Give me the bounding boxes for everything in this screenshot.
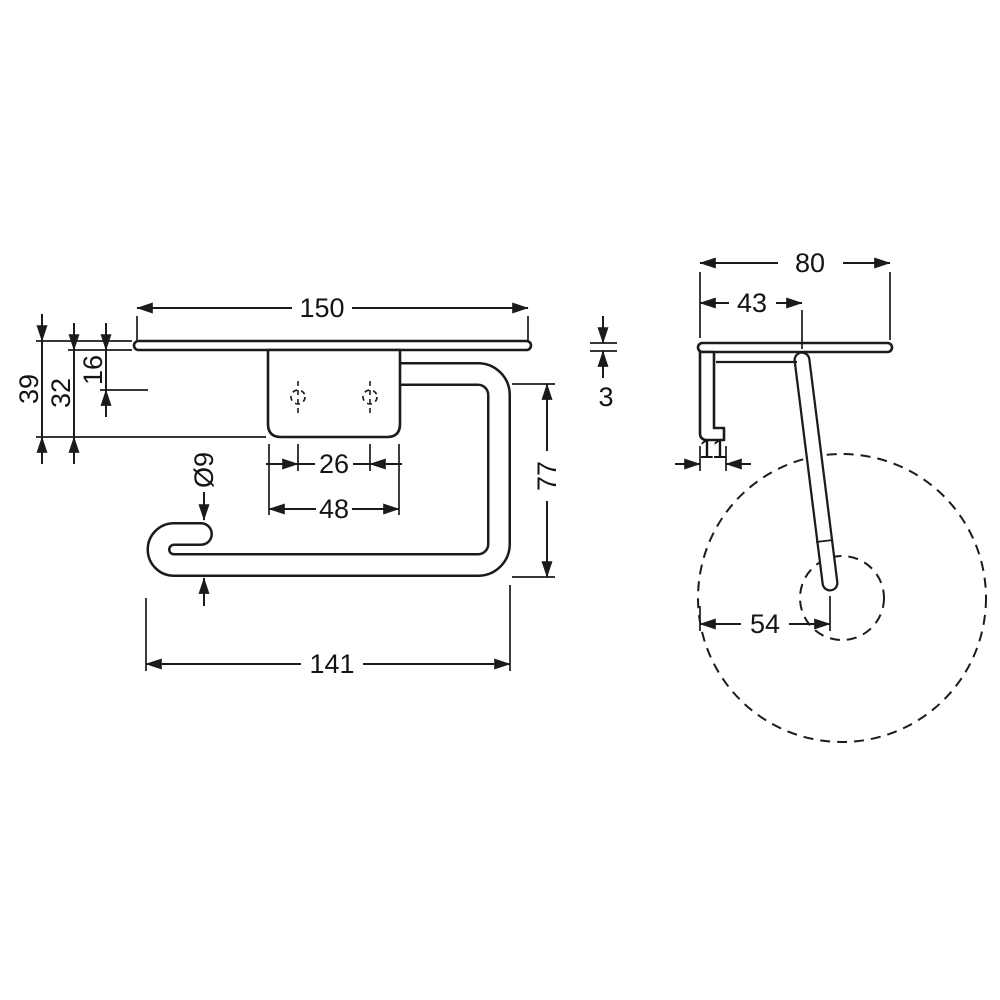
dim-label-48: 48 [319,494,349,524]
dim-total-height: 39 [14,314,266,464]
roll-holder-bar-inner [149,364,509,575]
dim-label-77: 77 [532,461,562,491]
dim-bar-offset: 16 [78,323,148,417]
dim-bar-height: 77 [512,383,562,578]
dim-label-16: 16 [78,355,108,385]
dim-bar-width: 141 [145,585,511,679]
dim-label-39: 39 [14,374,44,404]
dim-plate-width: 48 [268,444,400,524]
mounting-plate [266,348,402,439]
dim-foot-depth: 11 [675,434,751,471]
dim-label-d9: Ø9 [189,452,219,488]
dim-slot-spacing: 26 [266,444,402,479]
dim-bracket-depth: 43 [699,288,803,349]
pin-joint-line [815,539,834,543]
dim-pin-offset: 54 [699,596,831,639]
screw-slot [362,389,378,405]
dim-shelf-depth: 80 [699,248,891,340]
dim-label-26: 26 [319,449,349,479]
paper-roll-core [799,555,885,641]
dim-label-32: 32 [46,378,76,408]
side-view: 80 43 11 54 [675,248,987,743]
dim-label-150: 150 [299,293,344,323]
dim-label-141: 141 [309,649,354,679]
shelf-side [696,341,894,354]
dim-plate-height: 32 [46,323,132,464]
dim-label-43: 43 [737,288,767,318]
wall-bracket [698,350,726,442]
dim-bar-diameter: Ø9 [189,452,219,606]
paper-roll-outline [697,453,987,743]
shelf-front [132,339,533,352]
dim-label-3: 3 [598,382,613,412]
dim-label-80: 80 [795,248,825,278]
dim-shelf-thickness: 3 [590,316,617,412]
dim-label-11: 11 [699,434,727,464]
roll-pin-inner [795,353,837,590]
front-view: 150 39 32 16 [14,293,617,679]
dim-shelf-width: 150 [136,293,529,340]
dim-label-54: 54 [750,609,780,639]
screw-slot [290,389,306,405]
